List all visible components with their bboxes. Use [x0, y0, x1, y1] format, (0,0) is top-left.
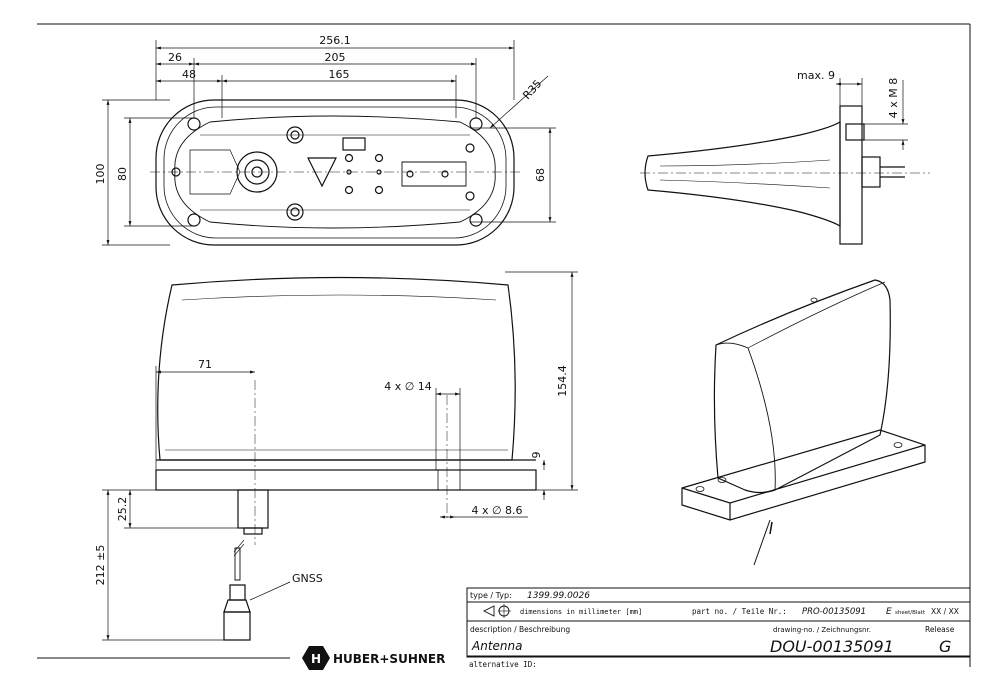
title-block-units-icon	[482, 604, 511, 618]
company-logo: H HUBER+SUHNER	[302, 646, 445, 670]
dim-spacing-165: 165	[329, 68, 350, 81]
side-view	[640, 105, 930, 245]
dim-height-154: 154.4	[556, 365, 569, 397]
dim-stud-25: 25.2	[116, 497, 129, 522]
top-view-dimension-lines	[102, 40, 556, 246]
part-label: part no. / Teile Nr.:	[692, 607, 787, 616]
dim-radius: R35	[520, 77, 544, 102]
release-value: G	[939, 637, 951, 656]
dim-height-80: 80	[116, 167, 129, 181]
isometric-view	[681, 279, 926, 566]
dim-hole-spacing: 205	[325, 51, 346, 64]
dim-height-100: 100	[94, 164, 107, 185]
drawing-value: DOU-00135091	[770, 637, 894, 656]
dim-overall-length: 256.1	[319, 34, 351, 47]
dim-offset-48: 48	[182, 68, 196, 81]
svg-text:H: H	[311, 652, 321, 666]
title-block-texts: type / Typ: 1399.99.0026 dimensions in m…	[469, 591, 959, 669]
title-block	[466, 587, 971, 658]
dim-max-9: max. 9	[797, 69, 835, 82]
dim-thread-m8: 4 x M 8	[887, 78, 900, 119]
description-value: Antenna	[471, 639, 522, 653]
dim-height-68: 68	[534, 168, 547, 182]
units-label: dimensions in millimeter [mm]	[520, 608, 642, 616]
top-view	[150, 99, 520, 246]
top-view-dimension-texts: 256.1 26 205 48 165 R35 100 80 68	[94, 34, 547, 185]
alternative-id-label: alternative ID:	[469, 660, 537, 669]
type-value: 1399.99.0026	[527, 591, 590, 601]
side-view-dimension-lines	[836, 78, 908, 150]
dim-left-offset: 26	[168, 51, 182, 64]
sheet-letter: E	[886, 607, 892, 617]
type-label: type / Typ:	[470, 591, 512, 600]
dim-hole-dia-8-6: 4 x ∅ 8.6	[471, 504, 522, 517]
cable-label-gnss: GNSS	[292, 572, 323, 585]
drawing-label: drawing-no. / Zeichnungsnr.	[773, 626, 871, 634]
front-view-dimension-texts: 71 4 x ∅ 14 154.4 9 4 x ∅ 8.6 25.2 212 ±…	[94, 358, 569, 585]
sheet-label: sheet/Blatt	[895, 610, 926, 616]
logo-text: HUBER+SUHNER	[333, 652, 445, 666]
part-value: PRO-00135091	[802, 607, 866, 617]
dim-flange-9: 9	[530, 452, 543, 459]
dim-cable-length: 212 ±5	[94, 545, 107, 586]
sheet-value: XX / XX	[931, 607, 959, 616]
side-view-dimension-texts: max. 9 4 x M 8	[797, 69, 900, 118]
description-label: description / Beschreibung	[470, 625, 570, 634]
dim-hole-dia-14: 4 x ∅ 14	[384, 380, 432, 393]
drawing-frame	[37, 23, 971, 667]
dim-center-offset: 71	[198, 358, 212, 371]
front-view	[155, 276, 537, 641]
release-label: Release	[925, 625, 955, 634]
front-view-dimension-lines	[102, 271, 578, 641]
